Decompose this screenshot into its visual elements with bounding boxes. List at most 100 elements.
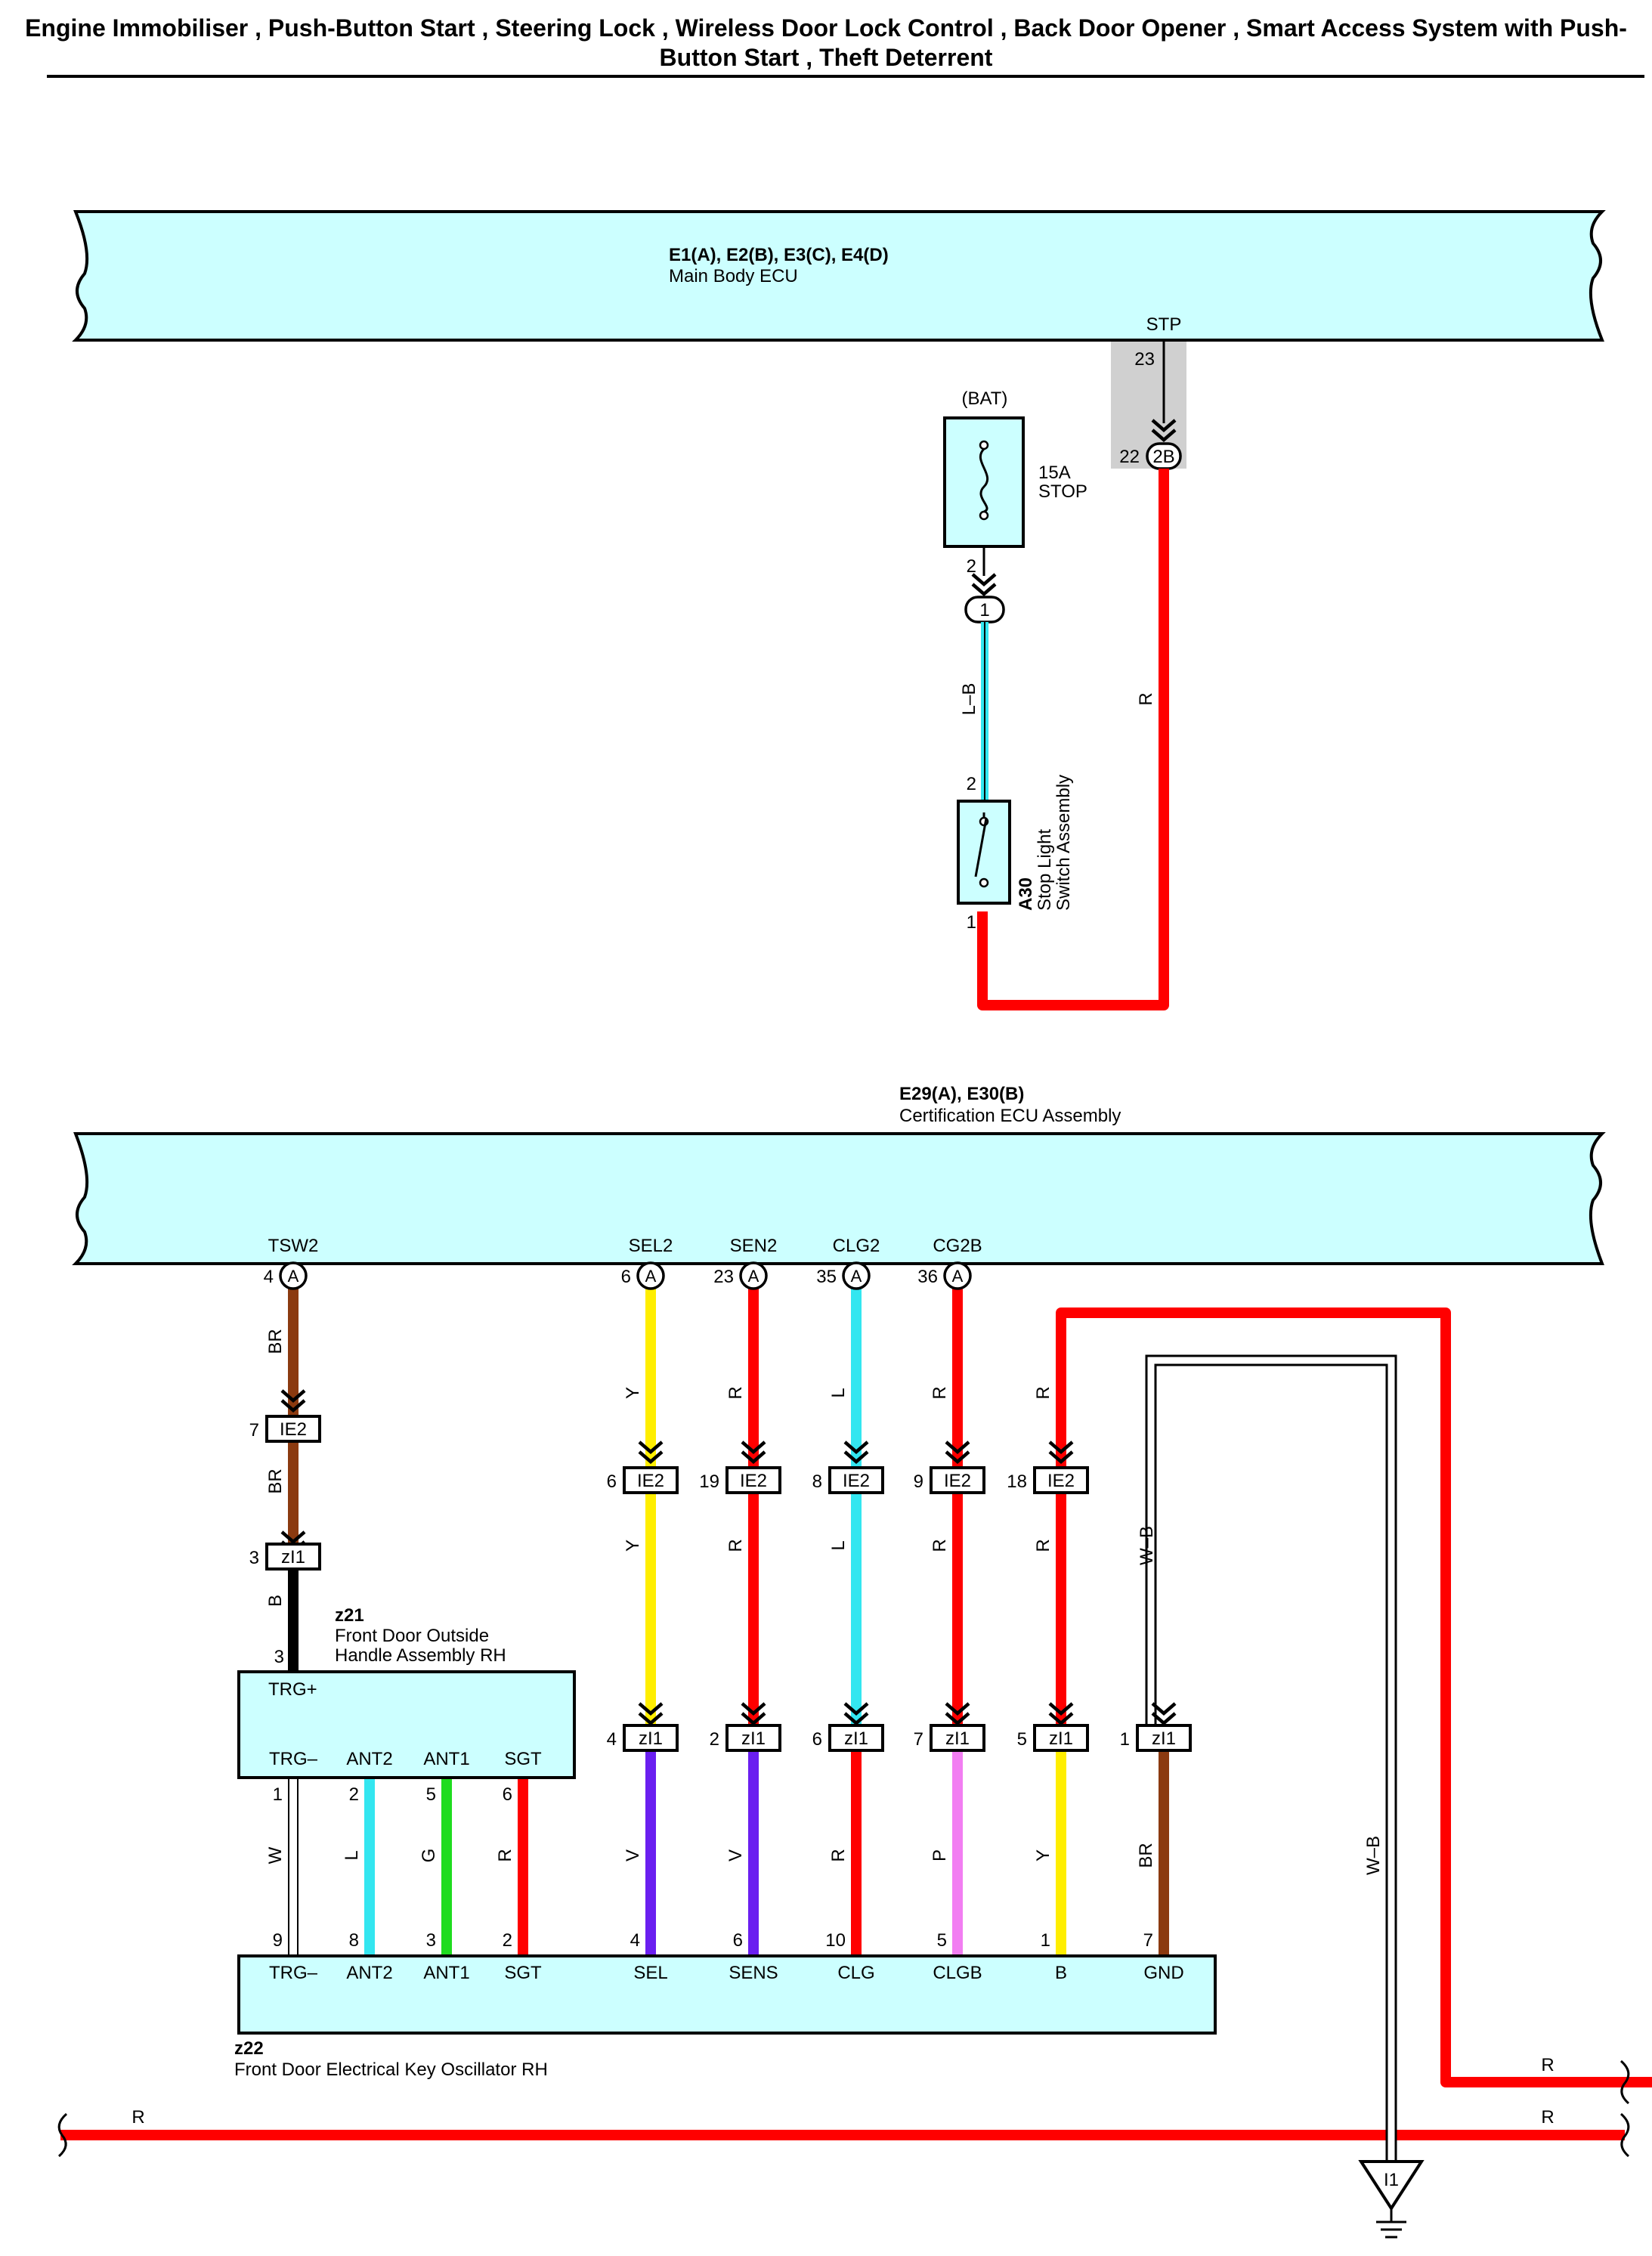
- ie2-sens-pin: 19: [699, 1472, 719, 1492]
- z22-num-sel: 4: [630, 1930, 640, 1951]
- z21-name-line2: Handle Assembly RH: [335, 1645, 506, 1666]
- stp-connector-pin: 22: [1119, 447, 1140, 467]
- wire-label-y-1: Y: [623, 1387, 643, 1399]
- wire-wb-inner: [1147, 1357, 1395, 2169]
- zi1-clg-label: zI1: [844, 1728, 868, 1749]
- wire-label-wb-1: W–B: [1137, 1526, 1157, 1565]
- z22-num-gnd: 7: [1143, 1930, 1153, 1951]
- switch-name-line2: Switch Assembly: [1053, 775, 1074, 911]
- cert-ecu-name: Certification ECU Assembly: [899, 1106, 1121, 1126]
- ie2-b-label: IE2: [1047, 1471, 1075, 1491]
- wire-label-w: W: [265, 1846, 286, 1864]
- ie2-tsw2: [265, 1415, 321, 1443]
- wire-label-r-4: R: [725, 1539, 746, 1552]
- z22-id: z22: [234, 2038, 264, 2059]
- zi1-tsw2-label: zI1: [281, 1547, 305, 1567]
- wire-lb-label: L–B: [959, 683, 979, 716]
- ie2-b: [1033, 1466, 1089, 1494]
- wire-label-p: P: [930, 1849, 950, 1861]
- z22-pin-gnd: GND: [1143, 1963, 1183, 1983]
- z22-num-clg: 10: [825, 1930, 846, 1951]
- ie2-tsw2-label: IE2: [280, 1419, 307, 1440]
- conn-sel2: A: [645, 1267, 657, 1286]
- zi1-gnd-pin: 1: [1120, 1729, 1130, 1750]
- pin-tsw2: TSW2: [268, 1236, 319, 1256]
- ground-label: I1: [1384, 2170, 1399, 2190]
- z22-num-sens: 6: [733, 1930, 743, 1951]
- ie2-clg: [828, 1466, 884, 1494]
- wire-label-r-6: R: [1033, 1539, 1053, 1552]
- z21-trg-pin: 3: [274, 1647, 284, 1667]
- wire-label-r-2: R: [930, 1386, 950, 1399]
- wire-label-br-2: BR: [265, 1468, 286, 1493]
- zi1-clg: [828, 1724, 884, 1752]
- wire-label-r-8: R: [828, 1849, 849, 1861]
- cert-ecu-box: [72, 1132, 1606, 1265]
- z22-box: [237, 1954, 1217, 2035]
- z21-box: [237, 1670, 576, 1779]
- zi1-sens: [725, 1724, 781, 1752]
- num-clg2: 35: [816, 1267, 837, 1287]
- z22-pin-b: B: [1055, 1963, 1067, 1983]
- fuse-element-icon: [979, 447, 989, 513]
- z22-num-trg: 9: [273, 1930, 283, 1951]
- conn-sen2: A: [748, 1267, 759, 1286]
- ecu2-connectors: [279, 1261, 972, 1290]
- switch-contact-icon: [974, 818, 988, 877]
- main-body-ecu-connectors: E1(A), E2(B), E3(C), E4(D): [669, 245, 889, 265]
- zi1-sel-label: zI1: [639, 1728, 663, 1749]
- ie2-sens-label: IE2: [740, 1471, 767, 1491]
- wire-r-label: R: [1136, 692, 1156, 705]
- zi1-clg-pin: 6: [812, 1729, 822, 1750]
- wire-label-g: G: [419, 1849, 439, 1863]
- fuse-terminal-top: [979, 440, 989, 450]
- z22-pin-ant1: ANT1: [423, 1963, 469, 1983]
- wire-label-v-2: V: [725, 1849, 746, 1861]
- z22-num-sgt: 2: [503, 1930, 512, 1951]
- zi1-b-label: zI1: [1049, 1728, 1073, 1749]
- ie2-clgb-label: IE2: [944, 1471, 971, 1491]
- z21-id: z21: [335, 1605, 364, 1626]
- z21-trg-plus: TRG+: [268, 1679, 317, 1700]
- z22-pin-ant2: ANT2: [346, 1963, 392, 1983]
- ie2-sens: [725, 1466, 781, 1494]
- z21-pin-sgt: SGT: [504, 1749, 542, 1769]
- z22-pin-sens: SENS: [729, 1963, 778, 1983]
- fuse-connector-label: 1: [979, 600, 989, 620]
- wire-label-l-1: L: [828, 1388, 849, 1397]
- switch-pin-bottom: 1: [967, 912, 976, 933]
- fuse-chevron-icon: [973, 574, 995, 594]
- z22-pin-trg-minus: TRG–: [269, 1963, 318, 1983]
- wire-label-br-3: BR: [1136, 1843, 1156, 1868]
- zi1-tsw2: [265, 1543, 321, 1571]
- main-body-ecu-name: Main Body ECU: [669, 266, 798, 286]
- wire-label-br-1: BR: [265, 1329, 286, 1354]
- switch-name-line1: Stop Light: [1035, 829, 1055, 911]
- wire-label-l-3: L: [342, 1850, 362, 1860]
- z21-num-ant2: 2: [349, 1784, 359, 1805]
- zi1-sens-label: zI1: [741, 1728, 766, 1749]
- pin-clg2: CLG2: [833, 1236, 880, 1256]
- ie2-sel-pin: 6: [607, 1472, 617, 1492]
- wire-wb-outer: [1145, 1354, 1397, 2169]
- fuse-rating: 15A: [1038, 463, 1071, 483]
- z22-num-clgb: 5: [937, 1930, 947, 1951]
- z21-pin-ant2: ANT2: [346, 1749, 392, 1769]
- wire-label-r-7: R: [495, 1849, 515, 1861]
- z22-pin-sgt: SGT: [504, 1963, 542, 1983]
- num-sen2: 23: [713, 1267, 734, 1287]
- z22-num-ant2: 8: [349, 1930, 359, 1951]
- wire-label-y-3: Y: [1033, 1849, 1053, 1861]
- num-sel2: 6: [621, 1267, 631, 1287]
- zi1-tsw2-pin: 3: [249, 1548, 259, 1568]
- z21-name-line1: Front Door Outside: [335, 1626, 489, 1646]
- wire-r-stp: [977, 469, 1169, 1010]
- wire-label-y-2: Y: [623, 1540, 643, 1552]
- ie2-tsw2-pin: 7: [249, 1420, 259, 1441]
- ground-triangle: [1358, 2160, 1425, 2211]
- ie2-b-pin: 18: [1007, 1472, 1027, 1492]
- pin-cg2b: CG2B: [933, 1236, 982, 1256]
- cert-ecu-connectors: E29(A), E30(B): [899, 1084, 1024, 1104]
- break-mark-right-2: [1620, 2112, 1630, 2158]
